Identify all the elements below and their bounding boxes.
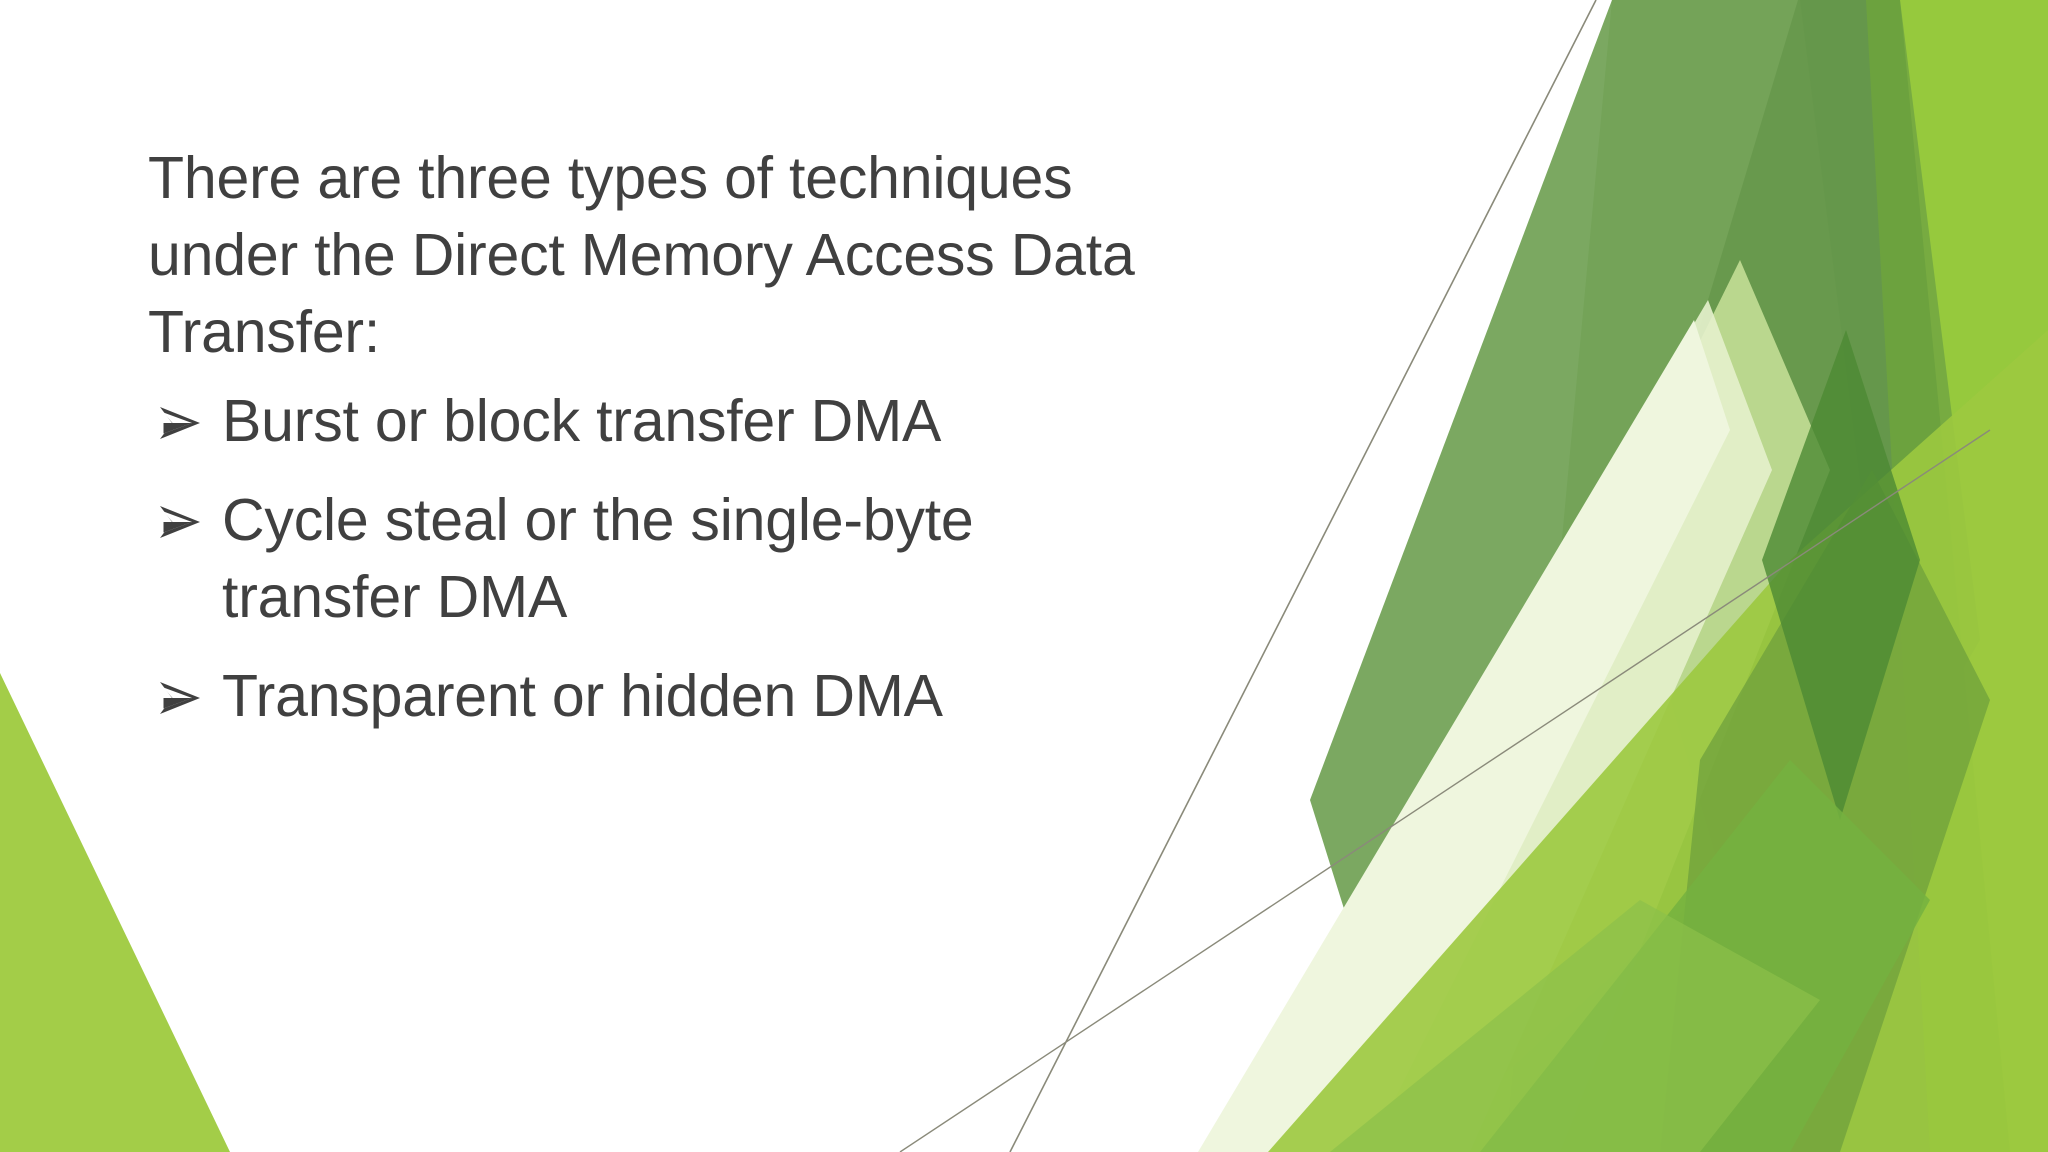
arrowhead-bullet-icon xyxy=(148,383,222,441)
decor-very-pale-shard xyxy=(1205,300,1772,1152)
intro-paragraph: There are three types of techniques unde… xyxy=(148,145,1135,365)
decor-lightest-sliver xyxy=(1198,320,1730,1152)
decor-dark-upper-triangle xyxy=(1310,0,1890,1152)
decor-dark-diagonal-band xyxy=(1505,0,1930,1152)
decor-lower-right-lime xyxy=(1268,330,2048,1152)
bullet-list: Burst or block transfer DMA Cycle steal … xyxy=(148,383,1158,735)
decor-lower-mid-band xyxy=(1480,760,1930,1152)
arrowhead-bullet-icon xyxy=(148,658,222,716)
decor-pale-shard xyxy=(1300,260,1830,1152)
arrowhead-bullet-icon xyxy=(148,482,222,540)
decor-inner-shard xyxy=(1630,0,1980,1010)
list-item[interactable]: Cycle steal or the single-byte transfer … xyxy=(148,482,1158,636)
list-item-label: Transparent or hidden DMA xyxy=(222,663,943,729)
decor-right-bright-field xyxy=(1560,0,2048,1152)
list-item[interactable]: Transparent or hidden DMA xyxy=(148,658,1158,735)
list-item[interactable]: Burst or block transfer DMA xyxy=(148,383,1158,460)
list-item-label: Cycle steal or the single-byte transfer … xyxy=(222,487,974,630)
decor-right-mid-column xyxy=(1470,0,2010,1152)
decor-dark-accent-triangle xyxy=(1762,330,1920,820)
decor-lower-left-facet xyxy=(1330,900,1820,1152)
list-item-label: Burst or block transfer DMA xyxy=(222,388,942,454)
decor-olive-overlap xyxy=(1660,470,1990,1152)
slide-body-text: There are three types of techniques unde… xyxy=(148,140,1158,757)
